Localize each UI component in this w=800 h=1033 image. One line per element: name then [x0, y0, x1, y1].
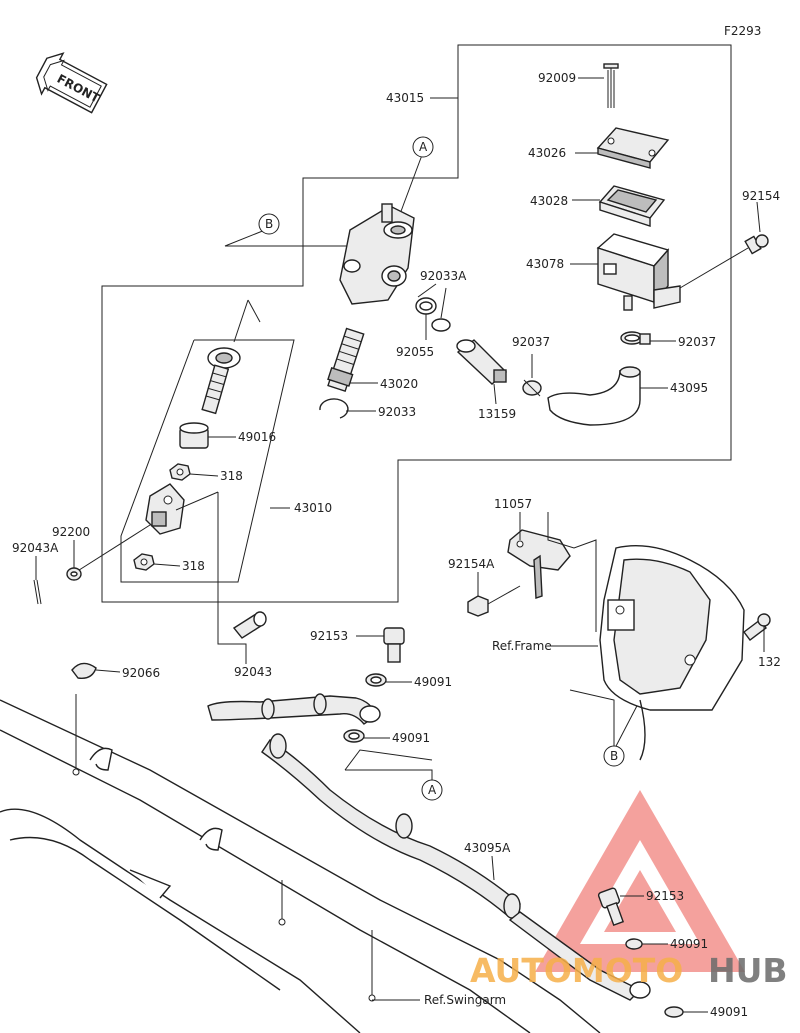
label-43020: 43020 [380, 377, 418, 391]
clamp-92037-left [522, 354, 542, 397]
hose-43095 [547, 366, 668, 426]
cap-92066 [71, 662, 121, 679]
svg-text:B: B [265, 217, 273, 231]
bolt-92154a [467, 572, 521, 617]
circlip-92033a [431, 287, 451, 332]
label-132: 132 [758, 655, 781, 669]
label-92066: 92066 [122, 666, 160, 680]
label-92033a: 92033A [420, 269, 467, 283]
svg-text:A: A [428, 783, 437, 797]
label-ref-swingarm: Ref.Swingarm [424, 993, 506, 1007]
label-318-top: 318 [220, 469, 243, 483]
bushing-49016 [179, 422, 236, 449]
label-318-bottom: 318 [182, 559, 205, 573]
label-92009: 92009 [538, 71, 576, 85]
callout-b-top: B [258, 213, 280, 235]
label-92200: 92200 [52, 525, 90, 539]
label-43028: 43028 [530, 194, 568, 208]
front-arrow-icon: FRONT [35, 52, 108, 114]
watermark-logo [535, 790, 745, 972]
callout-leaders [224, 154, 641, 782]
piston-kit-43020 [327, 327, 378, 393]
pin-92043 [217, 492, 267, 664]
label-43095a: 43095A [464, 841, 511, 855]
label-92154: 92154 [742, 189, 780, 203]
svg-text:B: B [610, 749, 618, 763]
assembly-boundary-43010 [120, 339, 295, 583]
label-11057: 11057 [494, 497, 532, 511]
label-43078: 43078 [526, 257, 564, 271]
svg-text:HUB: HUB [708, 951, 788, 990]
hose-43095a-upper [207, 693, 381, 725]
label-92153-top: 92153 [310, 629, 348, 643]
oring-92055 [415, 297, 437, 340]
cap-43026 [575, 127, 670, 169]
fitting-13159 [456, 339, 508, 405]
watermark-text: AUTOMOTO HUB [470, 951, 788, 990]
nut-318-top [169, 463, 219, 481]
label-43015: 43015 [386, 91, 424, 105]
label-43026: 43026 [528, 146, 566, 160]
diagram-code: F2293 [724, 24, 761, 38]
clamp-92037-right [620, 331, 676, 345]
callout-a-top: A [412, 136, 434, 158]
banjo-bolt-92153-top [356, 627, 405, 663]
frame-section [548, 545, 745, 761]
bolt-92154 [679, 201, 769, 289]
label-49016: 49016 [238, 430, 276, 444]
label-92043: 92043 [234, 665, 272, 679]
label-49091-c: 49091 [670, 937, 708, 951]
banjo-bolt-92153-bottom [597, 887, 644, 927]
swingarm [0, 694, 601, 1033]
label-ref-frame: Ref.Frame [492, 639, 552, 653]
washer-49091-d [664, 1006, 708, 1018]
assembly-boundary-43015 [101, 44, 732, 603]
clevis [75, 483, 219, 573]
screw-92009 [578, 63, 619, 108]
callout-b-bottom: B [603, 745, 625, 767]
label-92033: 92033 [378, 405, 416, 419]
hose-43095a-main [261, 733, 651, 1001]
washer-92200 [66, 540, 82, 581]
label-13159: 13159 [478, 407, 516, 421]
diaphragm-43028 [572, 185, 666, 227]
master-cylinder-body [339, 203, 415, 305]
label-92154a: 92154A [448, 557, 495, 571]
svg-text:AUTOMOTO: AUTOMOTO [470, 951, 683, 990]
label-49091-d: 49091 [710, 1005, 748, 1019]
part-labels: F2293 43015 92009 43026 43028 92154 4307… [12, 24, 781, 1019]
label-92043a: 92043A [12, 541, 59, 555]
label-92037-left: 92037 [512, 335, 550, 349]
label-49091-a: 49091 [414, 675, 452, 689]
label-43010: 43010 [294, 501, 332, 515]
label-92153-bottom: 92153 [646, 889, 684, 903]
svg-text:A: A [419, 140, 428, 154]
washer-49091-b [343, 729, 390, 743]
reservoir-43078 [570, 233, 681, 311]
label-92037-right: 92037 [678, 335, 716, 349]
washer-49091-a [365, 673, 412, 687]
washer-49091-c [625, 938, 668, 950]
label-92055: 92055 [396, 345, 434, 359]
bracket-11057 [507, 512, 597, 632]
label-49091-b: 49091 [392, 731, 430, 745]
label-43095: 43095 [670, 381, 708, 395]
boot-pushrod [201, 299, 261, 415]
bolt-132 [743, 613, 771, 652]
cotter-pin-92043a [33, 556, 42, 605]
circlip-92033 [319, 398, 376, 419]
callout-a-bottom: A [421, 779, 443, 801]
nut-318-bottom [133, 553, 181, 571]
